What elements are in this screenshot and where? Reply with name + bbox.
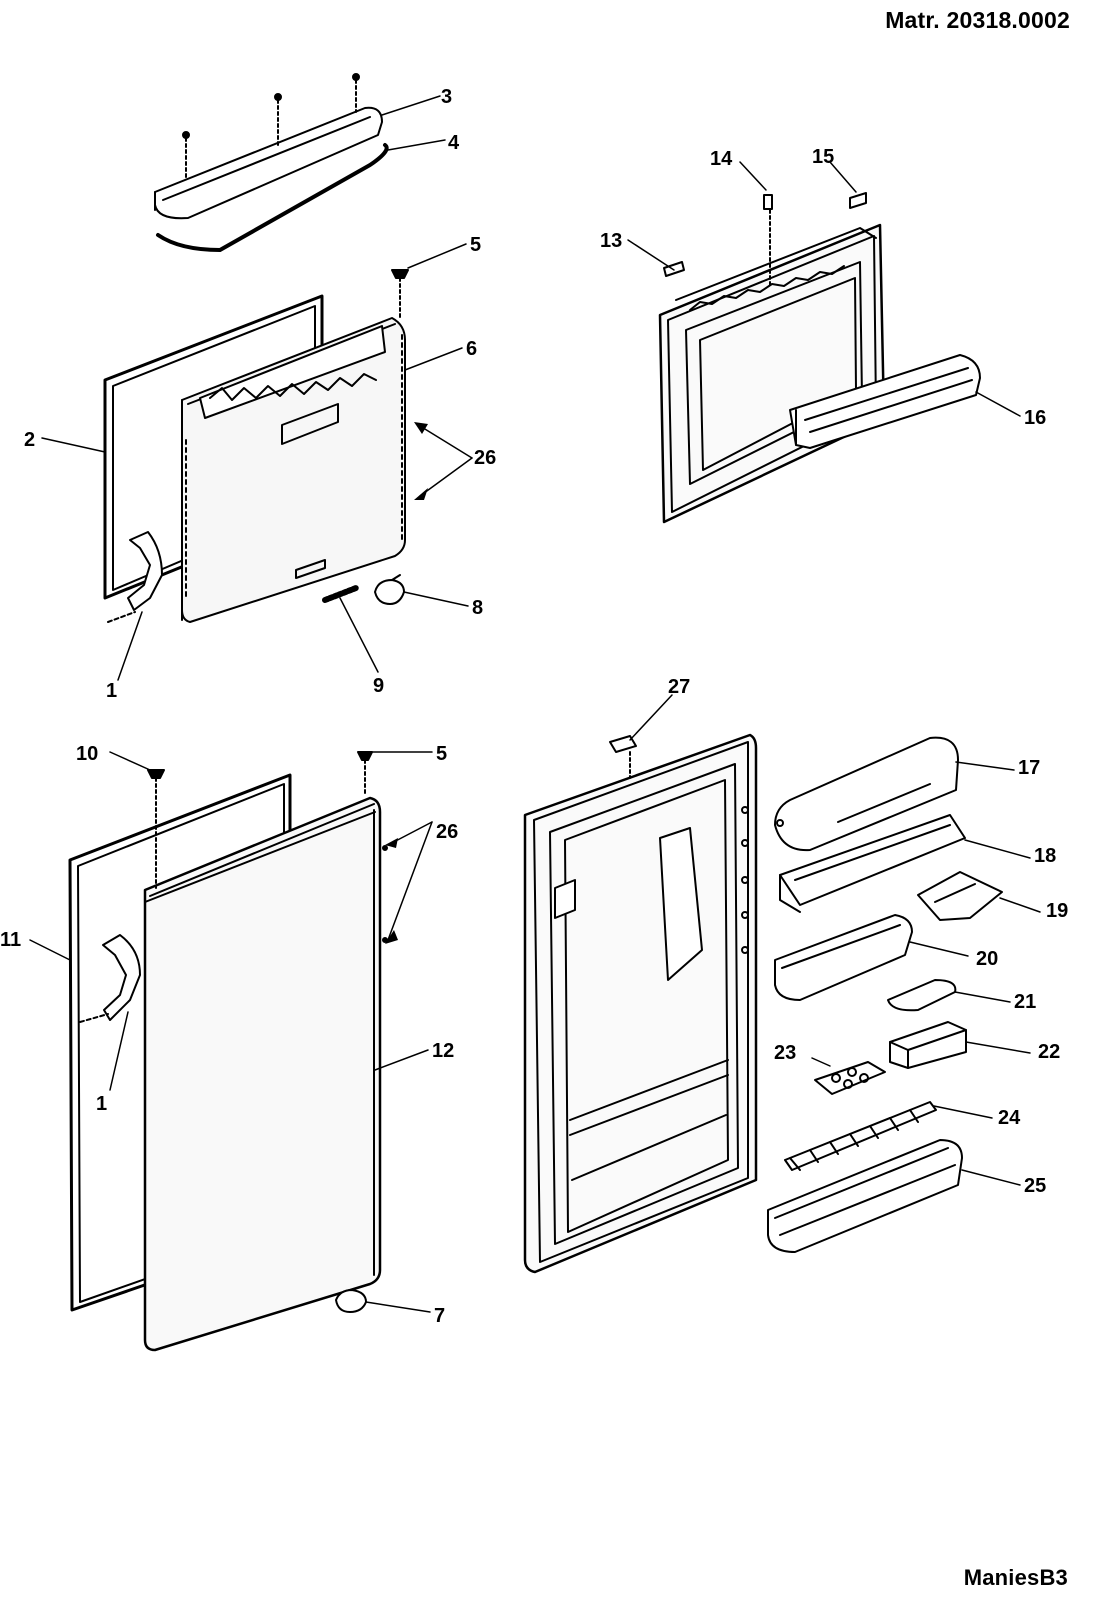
part-22-dairy-box [889,1021,967,1069]
leader-lines [29,95,1041,1313]
callout-1: 1 [106,680,117,702]
callout-7: 7 [434,1305,445,1327]
arrowheads-26 [385,422,428,944]
part-14-stop [763,194,773,210]
callout-14: 14 [710,148,733,170]
callout-1: 1 [96,1093,107,1115]
fridge-inner-liner [523,733,758,1274]
callout-9: 9 [373,675,384,697]
part-8-hinge-bush [374,574,405,605]
callout-19: 19 [1046,900,1068,922]
callout-27: 27 [668,676,690,698]
callout-13: 13 [600,230,622,252]
part-3-door-top-trim [154,106,383,220]
callout-4: 4 [448,132,460,154]
callout-2: 2 [24,429,35,451]
callout-16: 16 [1024,407,1046,429]
accessories-group [767,736,1003,1253]
callout-12: 12 [432,1040,454,1062]
part-19-bottle-holder [917,871,1003,921]
callout-24: 24 [998,1107,1021,1129]
callout-22: 22 [1038,1041,1060,1063]
part-15-clip [849,192,867,209]
part-16-freezer-door-shelf [789,354,981,449]
freezer-liner-group [658,192,981,524]
callout-labels: 1 1 2 3 4 5 5 6 7 8 9 10 11 12 13 14 15 … [0,86,1068,1327]
callout-5: 5 [470,234,481,256]
callout-6: 6 [466,338,477,360]
fridge-door-group [68,751,388,1352]
part-9-door-spring [322,585,359,603]
drawing-code: ManiesB3 [963,1565,1068,1590]
callout-15: 15 [812,146,834,168]
part-1-hinge-bracket-lower [79,934,141,1023]
part-17-butter-compartment [774,736,959,852]
part-12-fridge-outer-door [143,796,382,1352]
part-13-clip [663,261,685,277]
part-27-top-cover [609,735,637,779]
freezer-door-group [103,73,409,623]
fridge-liner-group [523,733,758,1274]
part-7-bottom-hinge-bush [335,1289,367,1313]
callout-3: 3 [441,86,452,108]
freezer-inner-liner [658,223,886,524]
callout-10: 10 [76,743,98,765]
part-20-small-door-shelf [774,914,913,1001]
part-1-hinge-bracket-upper [107,531,163,623]
matr-number: Matr. 20318.0002 [885,7,1070,33]
part-23-egg-tray [814,1061,886,1095]
part-4-trim-seal [156,143,389,252]
part-5-hinge-pin-upper [391,269,409,319]
callout-20: 20 [976,948,998,970]
part-5-hinge-pin-lower [357,751,373,797]
callout-17: 17 [1018,757,1040,779]
part-18-door-shelf [779,814,966,913]
callout-18: 18 [1034,845,1056,867]
callout-11: 11 [0,929,21,951]
part-25-bottle-shelf [767,1139,963,1253]
callout-26: 26 [474,447,496,469]
callout-8: 8 [472,597,483,619]
part-6-freezer-door-panel [181,317,406,623]
callout-23: 23 [774,1042,796,1064]
part-21-lid [887,979,957,1012]
callout-21: 21 [1014,991,1036,1013]
callout-26: 26 [436,821,458,843]
part-10-hinge-screw [147,769,165,889]
part-24-egg-rack [784,1101,937,1171]
callout-5: 5 [436,743,447,765]
screws-top [182,73,360,181]
callout-25: 25 [1024,1175,1046,1197]
